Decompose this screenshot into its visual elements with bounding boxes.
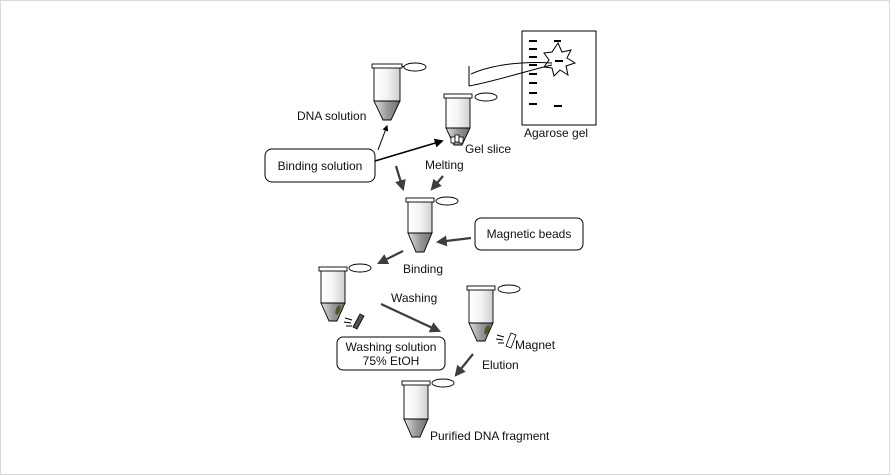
label-gel-slice: Gel slice bbox=[465, 142, 511, 156]
label-purified-dna: Purified DNA fragment bbox=[430, 429, 550, 443]
tube-dna-solution bbox=[371, 62, 427, 121]
label-magnet: Magnet bbox=[515, 338, 556, 352]
tube-elution bbox=[466, 284, 521, 342]
beads-pellet-icon bbox=[335, 305, 341, 315]
label-binding: Binding bbox=[403, 262, 443, 276]
label-dna-solution: DNA solution bbox=[297, 109, 366, 123]
tube-binding bbox=[405, 196, 459, 253]
tube-gel-slice bbox=[443, 92, 498, 146]
arrow-to-dna-solution bbox=[377, 124, 389, 151]
arrow-magnetic-beads bbox=[435, 235, 472, 247]
gel-pointer-line-upper bbox=[470, 62, 553, 75]
arrow-to-gel-slice bbox=[374, 138, 444, 162]
magnet-icon-elution bbox=[495, 332, 517, 349]
gel-slice-pieces-icon bbox=[450, 134, 464, 144]
tube-purified bbox=[401, 378, 455, 438]
box-binding-solution bbox=[264, 148, 376, 183]
agarose-gel bbox=[521, 30, 597, 126]
box-magnetic-beads bbox=[474, 217, 584, 251]
arrow-to-binding-tube-right bbox=[430, 175, 444, 191]
arrow-washing bbox=[380, 303, 441, 333]
tube-washing bbox=[318, 263, 372, 322]
label-melting: Melting bbox=[425, 158, 464, 172]
box-washing-solution-line1: Washing solution bbox=[346, 340, 437, 354]
box-magnetic-beads-text: Magnetic beads bbox=[487, 227, 572, 241]
box-washing-solution bbox=[336, 336, 446, 371]
label-washing: Washing bbox=[391, 291, 437, 305]
arrow-to-purified bbox=[454, 353, 474, 377]
cut-star-icon bbox=[543, 41, 577, 77]
arrow-to-binding-tube-left bbox=[394, 165, 406, 192]
beads-pellet-icon bbox=[484, 325, 490, 335]
box-binding-solution-text: Binding solution bbox=[278, 159, 363, 173]
magnet-icon-washing bbox=[343, 313, 365, 330]
gel-pointer-line-lower bbox=[468, 64, 553, 87]
box-washing-solution-line2: 75% EtOH bbox=[363, 354, 420, 368]
label-elution: Elution bbox=[482, 358, 519, 372]
label-agarose-gel: Agarose gel bbox=[524, 126, 588, 140]
arrow-to-wash-tube bbox=[377, 250, 404, 264]
